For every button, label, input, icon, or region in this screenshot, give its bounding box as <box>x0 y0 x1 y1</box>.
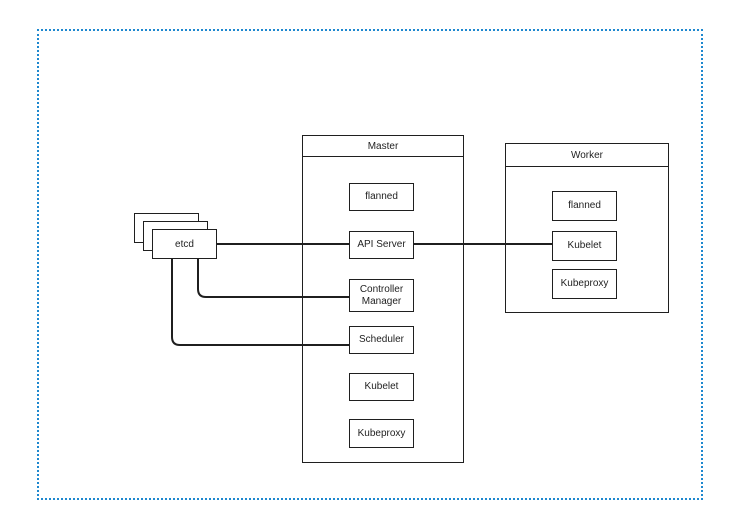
etcd-label: etcd <box>175 238 194 250</box>
master-node-kubeproxy: Kubeproxy <box>349 419 414 448</box>
node-label: Scheduler <box>358 334 405 346</box>
node-label: flanned <box>365 191 398 203</box>
node-label: Controller Manager <box>359 284 404 307</box>
master-node-scheduler: Scheduler <box>349 326 414 354</box>
worker-group-title: Worker <box>506 144 668 167</box>
worker-node-flanned: flanned <box>552 191 617 221</box>
node-label: flanned <box>568 200 601 212</box>
worker-group: Worker flanned Kubelet Kubeproxy <box>505 143 669 313</box>
master-group-title: Master <box>303 136 463 157</box>
master-node-kubelet: Kubelet <box>349 373 414 401</box>
node-label: Kubelet <box>567 240 602 252</box>
worker-node-kubelet: Kubelet <box>552 231 617 261</box>
master-node-controller-manager: Controller Manager <box>349 279 414 312</box>
worker-node-kubeproxy: Kubeproxy <box>552 269 617 299</box>
master-group: Master flanned API Server Controller Man… <box>302 135 464 463</box>
dotted-frame <box>37 29 703 500</box>
connector-etcd-to-scheduler <box>171 256 352 346</box>
etcd-box-front: etcd <box>152 229 217 259</box>
node-label: API Server <box>357 239 406 251</box>
node-label: Kubeproxy <box>560 278 609 290</box>
connector-etcd-to-controller-manager <box>197 256 352 298</box>
node-label: Kubelet <box>364 381 399 393</box>
node-label: Kubeproxy <box>357 427 406 439</box>
master-node-flanned: flanned <box>349 183 414 211</box>
master-node-api-server: API Server <box>349 231 414 259</box>
